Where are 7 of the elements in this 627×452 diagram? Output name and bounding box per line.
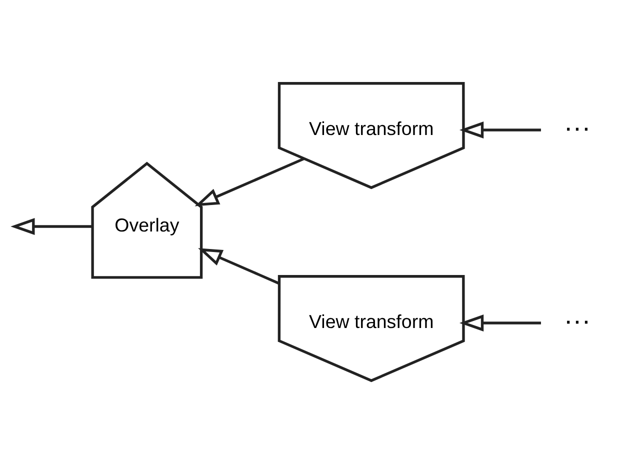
arrow (459, 121, 541, 138)
arrow (194, 156, 305, 206)
arrow (198, 248, 280, 284)
arrow (459, 314, 541, 331)
arrow (10, 218, 92, 234)
node-text: ··· (564, 112, 591, 142)
node-text: ··· (564, 305, 591, 336)
